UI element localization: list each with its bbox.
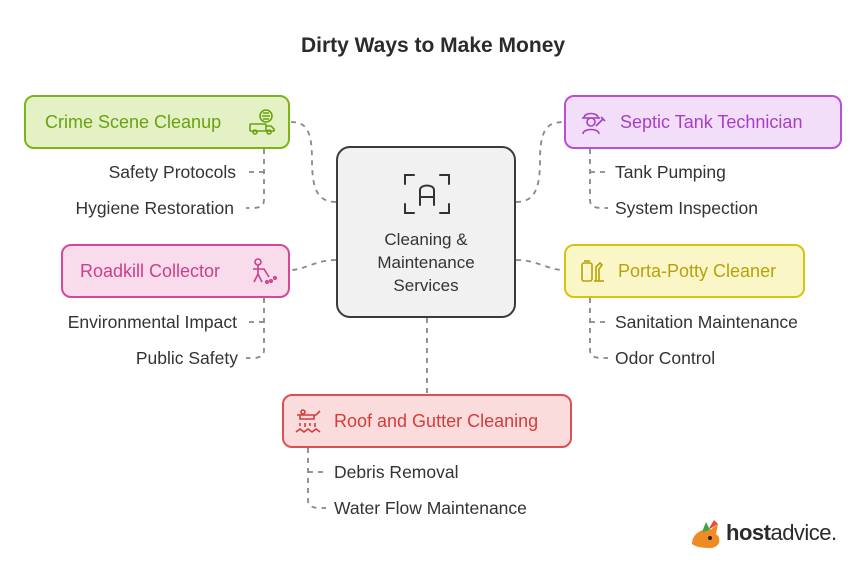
crime-sub-hygiene-restoration: Hygiene Restoration (75, 198, 234, 218)
connector-potty-subs (589, 298, 608, 359)
plumber-icon (582, 112, 606, 135)
text-recognition-icon (404, 174, 450, 214)
node-label: Septic Tank Technician (620, 111, 803, 132)
connector-center-roadkill (289, 259, 337, 271)
hazmat-truck-icon (249, 109, 275, 135)
roadkill-sub-environmental-impact: Environmental Impact (67, 312, 237, 332)
center-label: Cleaning & Maintenance Services (377, 230, 475, 295)
gutter-cleaning-icon (295, 409, 321, 433)
collector-icon (253, 258, 277, 284)
node-septic-tank-technician: Septic Tank Technician (564, 95, 842, 149)
node-crime-scene-cleanup: Crime Scene Cleanup (24, 95, 290, 149)
connector-crime-subs (246, 149, 265, 209)
node-porta-potty-cleaner: Porta-Potty Cleaner (564, 244, 805, 298)
node-label: Roadkill Collector (80, 260, 221, 281)
hostadvice-logo-icon (692, 520, 720, 548)
connector-roof-subs (307, 448, 326, 509)
diagram-title: Dirty Ways to Make Money (300, 34, 566, 57)
node-label: Roof and Gutter Cleaning (334, 410, 539, 431)
node-roof-and-gutter-cleaning: Roof and Gutter Cleaning (282, 394, 572, 448)
node-label: Porta-Potty Cleaner (618, 260, 777, 281)
connector-center-potty (515, 259, 565, 271)
roof-sub-water-flow-maintenance: Water Flow Maintenance (334, 498, 527, 518)
roadkill-sub-public-safety: Public Safety (135, 348, 238, 368)
connector-center-septic (515, 121, 565, 203)
crime-sub-safety-protocols: Safety Protocols (108, 162, 236, 182)
node-label: Crime Scene Cleanup (45, 111, 222, 132)
septic-sub-tank-pumping: Tank Pumping (615, 162, 726, 182)
brand-wordmark: hostadvice. (726, 520, 837, 545)
septic-sub-system-inspection: System Inspection (615, 198, 758, 218)
connector-center-crime (289, 121, 337, 203)
connector-septic-subs (589, 149, 608, 209)
connector-roadkill-subs (246, 298, 265, 359)
potty-sub-odor-control: Odor Control (615, 348, 716, 368)
portable-toilet-icon (581, 260, 604, 282)
roof-sub-debris-removal: Debris Removal (334, 462, 459, 482)
node-roadkill-collector: Roadkill Collector (61, 244, 290, 298)
center-node: Cleaning & Maintenance Services (336, 146, 516, 318)
potty-sub-sanitation-maintenance: Sanitation Maintenance (615, 312, 798, 332)
